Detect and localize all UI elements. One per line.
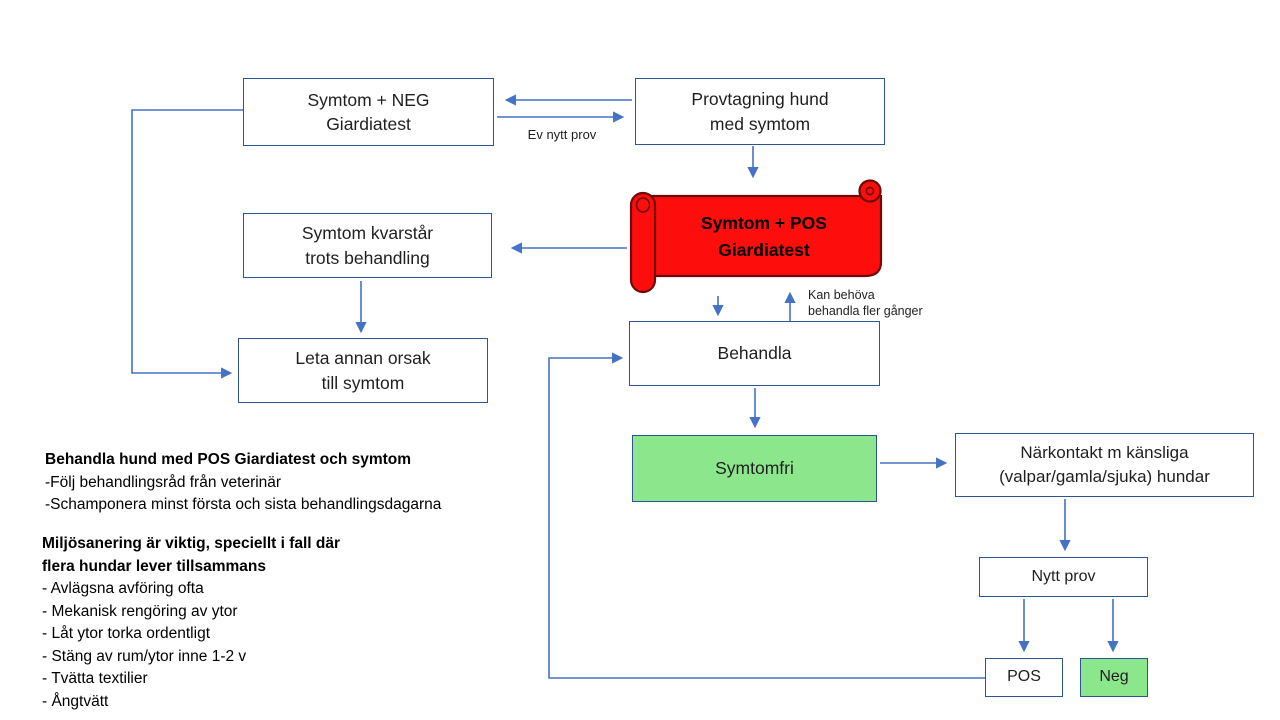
label-kan-behova-line2: behandla fler gånger: [808, 304, 923, 318]
note-sanitation-title-line1: Miljösanering är viktig, speciellt i fal…: [42, 535, 341, 552]
node-symtomfri: Symtomfri: [632, 435, 877, 502]
node-provtagning-line2: med symtom: [709, 113, 811, 134]
node-symtomfri-label: Symtomfri: [715, 458, 794, 479]
label-ev-nytt-prov: Ev nytt prov: [527, 127, 597, 142]
edge-symtom-neg-to-leta: [131, 109, 243, 379]
node-neg-label: Neg: [1099, 668, 1129, 686]
note-treatment-title: Behandla hund med POS Giardiatest och sy…: [45, 451, 412, 468]
node-pos-result: POS: [985, 658, 1063, 697]
node-symtom-neg-giardiatest: Symtom + NEG Giardiatest: [243, 78, 494, 146]
node-narkontakt-line1: Närkontakt m känsliga: [1020, 443, 1189, 463]
node-kvarstar-line2: trots behandling: [305, 247, 430, 268]
label-kan-behova: Kan behöva behandla fler gånger: [808, 287, 923, 319]
node-leta-line1: Leta annan orsak: [295, 348, 431, 368]
node-narkontakt: Närkontakt m känsliga (valpar/gamla/sjuk…: [955, 433, 1254, 497]
node-narkontakt-line2: (valpar/gamla/sjuka) hundar: [999, 467, 1210, 486]
note-sanitation-item: - Mekanisk rengöring av ytor: [42, 602, 238, 620]
node-leta-line2: till symtom: [321, 372, 405, 393]
note-treatment: Behandla hund med POS Giardiatest och sy…: [45, 449, 441, 517]
note-sanitation-item: - Ångtvätt: [42, 692, 109, 710]
node-neg-result: Neg: [1080, 658, 1148, 697]
note-sanitation: Miljösanering är viktig, speciellt i fal…: [42, 533, 340, 713]
node-symtom-neg-line2: Giardiatest: [326, 114, 411, 134]
note-sanitation-item: - Låt ytor torka ordentligt: [42, 625, 210, 642]
note-sanitation-item: - Tvätta textilier: [42, 670, 148, 687]
node-provtagning-line1: Provtagning hund: [691, 89, 829, 109]
scroll-shape-symtom-pos: [629, 179, 883, 294]
node-symtom-pos-line1: Symtom + POS: [701, 212, 827, 233]
note-sanitation-item: - Avlägsna avföring ofta: [42, 580, 204, 597]
node-pos-label: POS: [1007, 668, 1041, 686]
node-provtagning: Provtagning hund med symtom: [635, 78, 885, 145]
note-sanitation-item: - Stäng av rum/ytor inne 1-2 v: [42, 647, 247, 665]
node-behandla-label: Behandla: [717, 343, 792, 364]
node-symtom-pos-line2: Giardiatest: [718, 240, 810, 260]
note-treatment-item: -Schamponera minst första och sista beha…: [45, 496, 442, 513]
note-sanitation-title-line2: flera hundar lever tillsammans: [42, 557, 266, 575]
label-kan-behova-line1: Kan behöva: [808, 288, 875, 302]
node-symtom-pos-giardiatest: Symtom + POS Giardiatest: [650, 206, 878, 268]
node-nytt-prov-label: Nytt prov: [1031, 567, 1096, 585]
edge-pos-to-behandla: [548, 352, 985, 679]
node-kvarstar-line1: Symtom kvarstår: [301, 223, 434, 243]
note-treatment-item: -Följ behandlingsråd från veterinär: [45, 473, 282, 491]
node-leta-annan-orsak: Leta annan orsak till symtom: [238, 338, 488, 403]
node-symtom-neg-line1: Symtom + NEG: [307, 89, 430, 110]
node-behandla: Behandla: [629, 321, 880, 386]
node-symtom-kvarstar: Symtom kvarstår trots behandling: [243, 213, 492, 278]
node-nytt-prov: Nytt prov: [979, 557, 1148, 597]
